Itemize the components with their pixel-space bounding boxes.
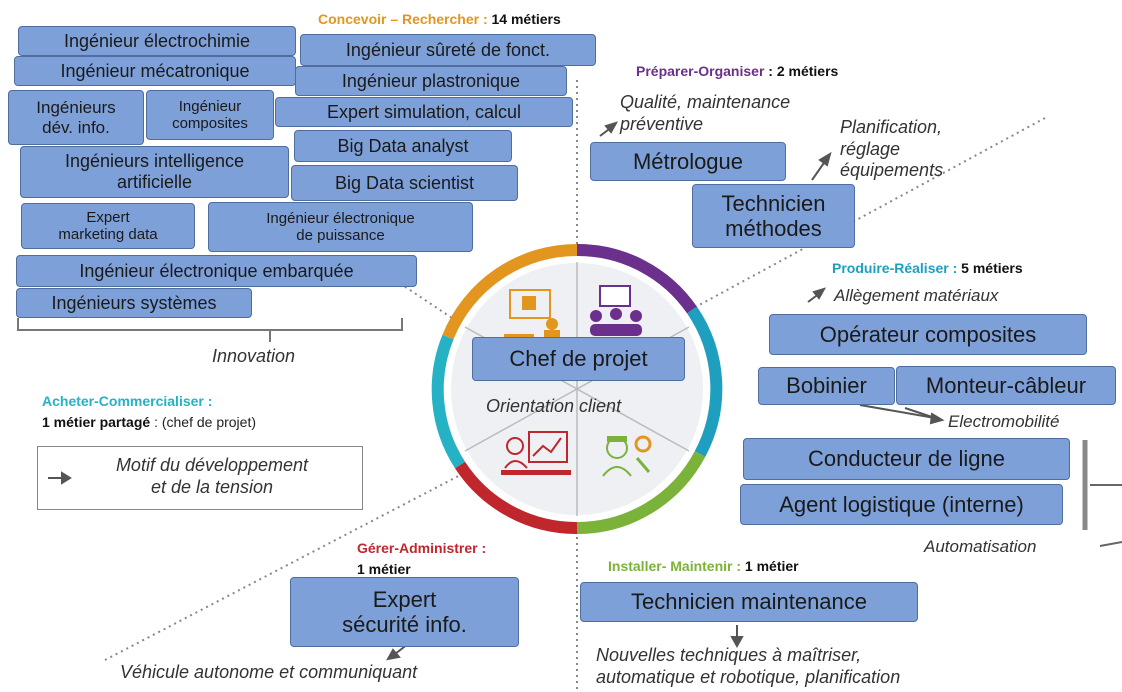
ring-produire — [687, 306, 723, 457]
produire-count: 5 métiers — [961, 260, 1023, 276]
concevoir-count: 14 métiers — [491, 11, 561, 27]
job-box: Expert marketing data — [21, 203, 195, 249]
legend-box: Motif du développement et de la tension — [37, 446, 363, 510]
chef-de-projet-box: Chef de projet — [472, 337, 685, 381]
installer-header: Installer- Maintenir : 1 métier — [608, 558, 799, 574]
divider-upper-right — [689, 117, 1046, 311]
qualite-note: Qualité, maintenance préventive — [620, 92, 791, 134]
ring-concevoir — [442, 243, 578, 340]
job-box: Ingénieur plastronique — [295, 66, 567, 96]
job-box: Bobinier — [758, 367, 895, 405]
allegement-note: Allègement matériaux — [834, 286, 999, 305]
installer-count: 1 métier — [744, 558, 799, 574]
nouvelles-techniques-note: Nouvelles techniques à maîtriser, automa… — [596, 645, 901, 687]
produire-header: Produire-Réaliser : 5 métiers — [832, 260, 1023, 276]
concevoir-header: Concevoir – Rechercher : 14 métiers — [318, 11, 561, 27]
ring-preparer — [576, 243, 697, 314]
job-box: Technicien méthodes — [692, 184, 855, 248]
technician-tools-icon — [602, 435, 652, 477]
acheter-header: Acheter-Commercialiser : 1 métier partag… — [42, 391, 256, 433]
divider-lower-left — [104, 469, 471, 661]
job-box: Métrologue — [590, 142, 786, 181]
produire-title: Produire-Réaliser : — [832, 260, 958, 276]
gerer-header: Gérer-Administrer : 1 métier — [357, 538, 486, 580]
installer-title: Installer- Maintenir : — [608, 558, 742, 574]
automatisation-note: Automatisation — [924, 537, 1037, 556]
team-meeting-icon — [590, 285, 642, 336]
ring-installer — [576, 451, 706, 535]
job-box: Ingénieur composites — [146, 90, 274, 140]
job-box: Big Data analyst — [294, 130, 512, 162]
job-box: Ingénieurs intelligence artificielle — [20, 146, 289, 198]
acheter-title: Acheter-Commercialiser : — [42, 393, 213, 409]
acheter-count: 1 métier partagé — [42, 414, 151, 430]
preparer-title: Préparer-Organiser — [636, 63, 765, 79]
electromobilite-note: Electromobilité — [948, 412, 1060, 431]
orientation-client-label: Orientation client — [486, 396, 622, 416]
ring-gerer — [454, 461, 578, 535]
data-analysis-icon — [501, 431, 571, 475]
vehicule-note: Véhicule autonome et communiquant — [120, 662, 418, 682]
job-box: Agent logistique (interne) — [740, 484, 1063, 525]
preparer-count: : 2 métiers — [768, 63, 839, 79]
legend-text: Motif du développement et de la tension — [115, 455, 309, 497]
innovation-label: Innovation — [212, 346, 296, 366]
job-box: Ingénieurs dév. info. — [8, 90, 144, 145]
job-box: Ingénieur électrochimie — [18, 26, 296, 56]
gerer-count: 1 métier — [357, 561, 411, 577]
job-box: Monteur-câbleur — [896, 366, 1116, 405]
ring-acheter — [431, 334, 466, 469]
job-box: Ingénieur sûreté de fonct. — [300, 34, 596, 66]
preparer-header: Préparer-Organiser : 2 métiers — [636, 63, 838, 79]
innovation-bracket — [17, 318, 403, 342]
job-box: Big Data scientist — [291, 165, 518, 201]
job-box: Opérateur composites — [769, 314, 1087, 355]
acheter-detail: : (chef de projet) — [154, 414, 256, 430]
planification-note: Planification, réglage équipements — [840, 117, 944, 181]
job-box: Expert simulation, calcul — [275, 97, 573, 127]
job-box: Conducteur de ligne — [743, 438, 1070, 480]
job-box: Ingénieur électronique embarquée — [16, 255, 417, 287]
job-box: Ingénieurs systèmes — [16, 288, 252, 318]
center-wheel — [431, 243, 723, 535]
job-box: Ingénieur mécatronique — [14, 56, 296, 86]
job-box: Technicien maintenance — [580, 582, 918, 622]
gerer-title: Gérer-Administrer : — [357, 540, 487, 556]
concevoir-title: Concevoir – Rechercher : — [318, 11, 488, 27]
job-box: Expert sécurité info. — [290, 577, 519, 647]
job-box: Ingénieur électronique de puissance — [208, 202, 473, 252]
